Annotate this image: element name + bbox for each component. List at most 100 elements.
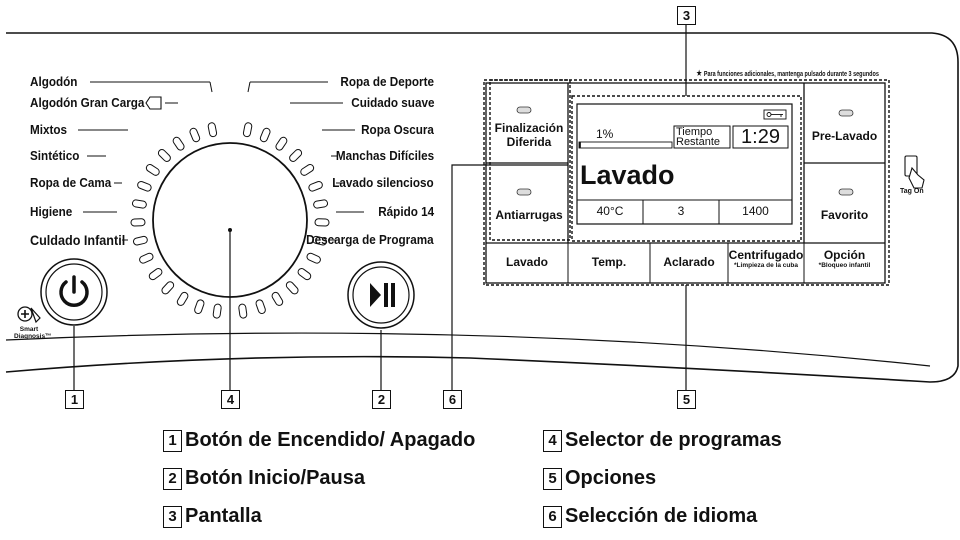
delay-end-button[interactable]: Finalización Diferida [494,121,564,149]
tag-on-label: Tag On [900,188,924,195]
program-download-icon [145,96,162,110]
callout-frame-3 [571,95,802,242]
callout-4: 4 [221,390,240,409]
program-download: Descarga de Programa [306,232,434,247]
program-sportswear: Ropa de Deporte [340,74,434,89]
dial-slot [161,281,175,295]
dial-slot [259,127,271,143]
power-icon[interactable] [54,272,94,312]
time-remaining-label: Tiempo Restante [676,127,721,148]
dial-slot [148,268,163,281]
callout-2: 2 [372,390,391,409]
option-wash-button[interactable]: Lavado [505,255,548,269]
panel-outline [5,32,959,383]
temperature-value: 40°C [596,204,624,218]
program-mixed: Mixtos [30,122,68,137]
dial-slot [308,181,323,192]
legend-text-1: Botón de Encendido/ Apagado [185,429,476,451]
time-label-box [673,125,731,149]
progress-percent: 1% [596,127,614,141]
note-text: Para funciones adicionales, mantenga pul… [703,71,879,78]
wrinkle-care-button[interactable]: Antiarrugas [495,208,563,222]
time-box [732,125,789,149]
led-favorite [838,188,854,196]
dial-slot [132,235,148,246]
option-rinse-button[interactable]: Aclarado [663,255,715,269]
program-quick-14: Rápido 14 [378,204,434,219]
option-spin-sublabel: *Limpieza de la cuba [734,262,798,269]
legend-text-5: Opciones [565,467,657,489]
callout-1: 1 [65,390,84,409]
dial-slot [212,303,222,319]
dial-slots [130,122,330,319]
smart-diagnosis-icon [17,306,41,324]
program-cotton: Algodón [30,74,78,89]
led-wrinkle [516,188,532,196]
dial-slot [271,291,284,306]
time-remaining: 1:29 [741,126,780,148]
dial-slot [314,218,330,227]
spin-value: 1400 [742,204,769,218]
program-synthetic: Sintético [30,148,80,163]
smart-diagnosis-line2: Diagnosis™ [14,333,52,340]
dial-slot [207,122,218,138]
program-bedding: Ropa de Cama [30,175,112,190]
program-hygiene: Higiene [30,204,73,219]
dial-slot [242,122,253,138]
play-pause-icon[interactable] [361,275,401,315]
prewash-button[interactable]: Pre-Lavado [811,129,878,143]
program-gentle: Cuidado suave [350,95,434,110]
dial-slot [285,281,299,295]
dial-slot [275,136,288,151]
dial-slot [157,149,171,162]
tag-on-icon [904,155,925,189]
additional-functions-note: ★ Para funciones adicionales, mantenga p… [696,68,879,79]
note-star-icon: ★ [696,68,703,78]
smart-diagnosis-label: Smart Diagnosis™ [14,326,52,340]
legend-num-1: 1 [163,430,182,452]
program-cotton-large: Algodón Gran Carga [30,95,145,110]
callout-3: 3 [677,6,696,25]
legend-num-6: 6 [543,506,562,528]
rinse-value: 3 [677,204,685,218]
favorite-button[interactable]: Favorito [820,208,869,222]
program-leader-lines [78,81,364,241]
led-delay-end [516,106,532,114]
legend-text-2: Botón Inicio/Pausa [185,467,366,489]
dial-slot [172,136,185,151]
option-option-sublabel: *Bloqueo infantil [818,262,871,269]
dial-slot [313,199,329,209]
legend-num-2: 2 [163,468,182,490]
program-baby-care: Culdado Infantil [30,232,126,248]
option-temp-button[interactable]: Temp. [591,255,627,269]
legend-num-4: 4 [543,430,562,452]
program-dark-wash: Ropa Oscura [361,122,434,137]
dial-slot [139,252,154,264]
led-prewash [838,109,854,117]
progress-bar [578,141,673,149]
key-icon [763,109,787,120]
dial-slot [297,268,312,281]
option-spin-button[interactable]: Centrifugado *Limpieza de la cuba [728,249,804,270]
dial-slot [289,149,303,162]
dial-slot [194,299,205,314]
legend-num-3: 3 [163,506,182,528]
dial-slot [145,163,160,176]
dial-slot [312,235,328,246]
dial-slot [137,181,152,192]
legend-text-4: Selector de programas [565,429,782,451]
option-option-button[interactable]: Opción *Bloqueo infantil [804,249,885,270]
dial-slot [130,218,146,227]
time-label-line2: Restante [676,136,721,148]
smart-diagnosis-line1: Smart [19,326,39,333]
legend-num-5: 5 [543,468,562,490]
panel-seam [5,332,931,367]
dial-slot [306,252,321,264]
option-spin-label: Centrifugado [728,248,804,262]
legend-text-6: Selección de idioma [565,505,758,527]
callout-6: 6 [443,390,462,409]
